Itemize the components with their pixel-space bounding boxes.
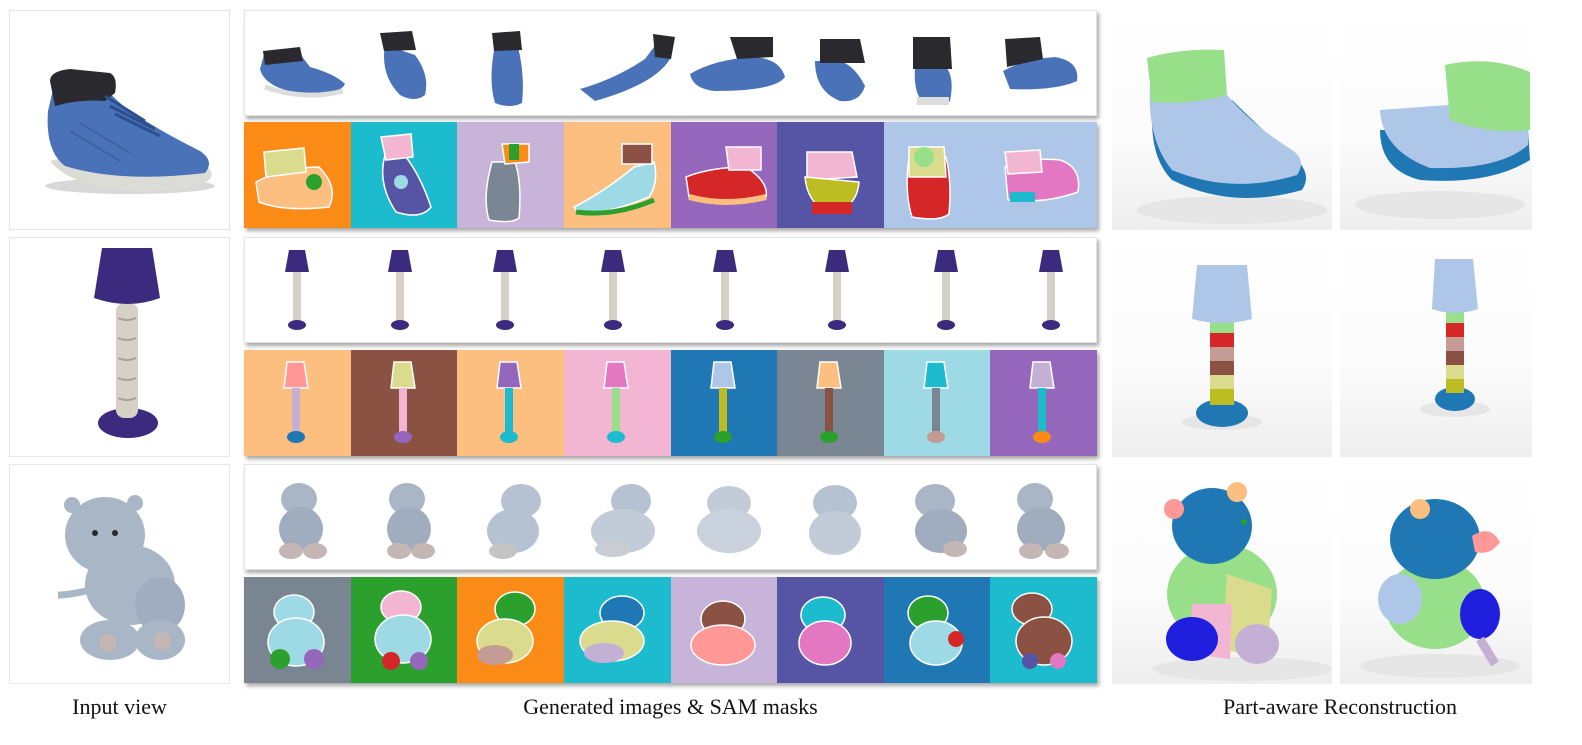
sam-mask-cell: [777, 122, 884, 228]
reconstruction-lamp-2: [1340, 237, 1532, 457]
shoe-view: [491, 31, 523, 106]
sam-mask-cell: [350, 122, 458, 228]
sam-mask-cell: [990, 122, 1097, 228]
sam-mask-cell: [883, 122, 991, 228]
lamp-view: [601, 250, 625, 330]
generated-views-shoe: [244, 10, 1097, 116]
sam-mask-cell: [350, 350, 458, 456]
sam-mask-cell: [777, 577, 884, 683]
sam-mask-cell: [244, 577, 351, 683]
sam-mask-cell: [777, 350, 884, 456]
shoe-multiview-images: [260, 31, 1078, 106]
sam-mask-cell: [670, 577, 778, 683]
hippo-view: [1017, 483, 1069, 559]
sam-mask-cell: [883, 577, 991, 683]
hippo-view: [809, 485, 861, 555]
sam-masks-hippo: [244, 577, 1097, 683]
reconstruction-shoe-2: [1340, 10, 1532, 230]
sam-masks-lamp: [244, 350, 1097, 456]
sam-mask-cell: [670, 350, 778, 456]
input-view-lamp: [9, 237, 230, 457]
sam-mask-cell: [457, 122, 564, 228]
hippo-view: [697, 486, 761, 553]
hippo-view: [487, 484, 541, 559]
shoe-view: [580, 34, 675, 101]
reconstruction-hippo-1: [1112, 464, 1332, 684]
caption-part-aware-reconstruction: Part-aware Reconstruction: [1223, 694, 1457, 719]
generated-views-hippo: [244, 464, 1097, 570]
sam-mask-cell: [350, 577, 458, 683]
lamp-view: [825, 250, 849, 330]
hippo-view: [387, 483, 435, 559]
lamp-view: [1039, 250, 1063, 330]
input-view-hippo: [9, 464, 230, 684]
shoe-image: [45, 69, 215, 194]
caption-input-view: Input view: [72, 694, 167, 719]
lamp-view: [934, 250, 958, 330]
hippo-multiview-images: [279, 483, 1069, 559]
shoe-view: [913, 37, 952, 105]
lamp-view: [388, 250, 412, 330]
hippo-image: [57, 495, 185, 660]
shoe-view: [260, 47, 345, 98]
shoe-view: [690, 37, 785, 91]
lamp-image: [94, 248, 160, 438]
sam-masks-shoe: [244, 122, 1097, 228]
lamp-multiview-images: [285, 250, 1063, 330]
sam-mask-cell: [457, 577, 564, 683]
sam-mask-cell: [563, 350, 671, 456]
sam-mask-cell: [244, 122, 351, 228]
reconstruction-shoe-1: [1112, 10, 1332, 230]
sam-mask-cell: [990, 577, 1097, 683]
hippo-view: [591, 484, 655, 557]
lamp-view: [285, 250, 309, 330]
sam-mask-cell: [457, 350, 564, 456]
input-view-shoe: [9, 10, 230, 230]
lamp-view: [493, 250, 517, 330]
sam-mask-cell: [563, 122, 671, 228]
generated-views-lamp: [244, 237, 1097, 343]
shoe-view: [1003, 37, 1078, 90]
sam-mask-cell: [244, 350, 351, 456]
reconstruction-lamp-1: [1112, 237, 1332, 457]
lamp-view: [713, 250, 737, 330]
shoe-view: [380, 31, 427, 99]
caption-generated-images: Generated images & SAM masks: [523, 694, 818, 719]
hippo-view: [279, 483, 327, 559]
hippo-view: [915, 484, 967, 557]
sam-mask-cell: [883, 350, 991, 456]
sam-mask-cell: [670, 122, 778, 228]
shoe-view: [815, 39, 865, 102]
reconstruction-hippo-2: [1340, 464, 1532, 684]
sam-mask-cell: [563, 577, 671, 683]
sam-mask-cell: [990, 350, 1097, 456]
